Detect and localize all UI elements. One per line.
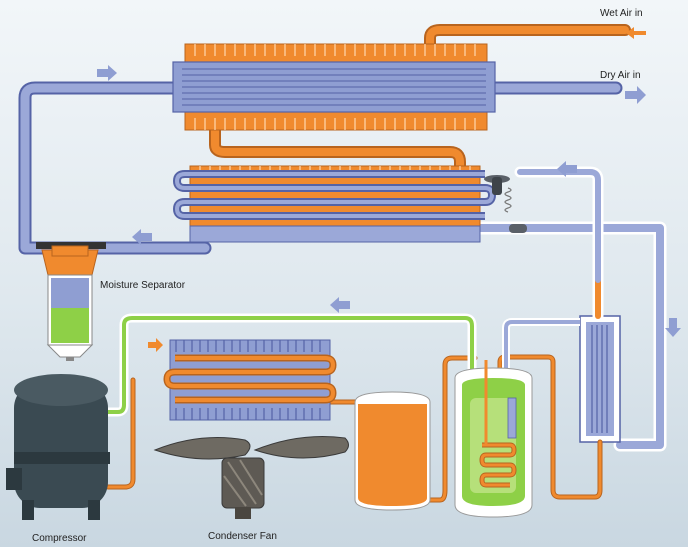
label-moisture-separator: Moisture Separator <box>100 280 186 291</box>
suction-line <box>108 313 477 417</box>
arrow-dry-air-out-icon <box>625 86 646 104</box>
arrow-wet-air-in-icon <box>626 27 646 39</box>
label-dry-air-in: Dry Air in <box>600 70 641 81</box>
receiver-tank <box>354 391 431 511</box>
evaporator-heat-exchanger <box>579 315 621 443</box>
accumulator-vessel <box>454 360 533 518</box>
moisture-separator <box>36 242 106 361</box>
evaporator-return-line <box>502 318 580 400</box>
arrow-bypass-left-icon <box>557 161 577 177</box>
condenser <box>163 339 337 421</box>
expansion-valve <box>484 175 527 233</box>
flow-arrows <box>97 27 681 352</box>
refrigerant-piping <box>105 24 631 503</box>
arrow-suction-left-icon <box>330 297 350 313</box>
arrow-condenser-in-icon <box>148 338 163 352</box>
air-piping <box>18 81 667 452</box>
arrow-separator-return-icon <box>132 229 152 245</box>
label-wet-air-in: Wet Air in <box>600 8 643 19</box>
label-compressor: Compressor <box>32 533 87 544</box>
refrigerant-heat-exchanger <box>173 165 496 243</box>
label-condenser-fan: Condenser Fan <box>208 531 277 542</box>
condenser-fan <box>153 436 349 519</box>
compressor <box>6 374 110 520</box>
air-to-air-heat-exchanger <box>172 43 496 131</box>
arrow-inlet-icon <box>97 65 117 81</box>
arrow-down-right-icon <box>665 318 681 337</box>
